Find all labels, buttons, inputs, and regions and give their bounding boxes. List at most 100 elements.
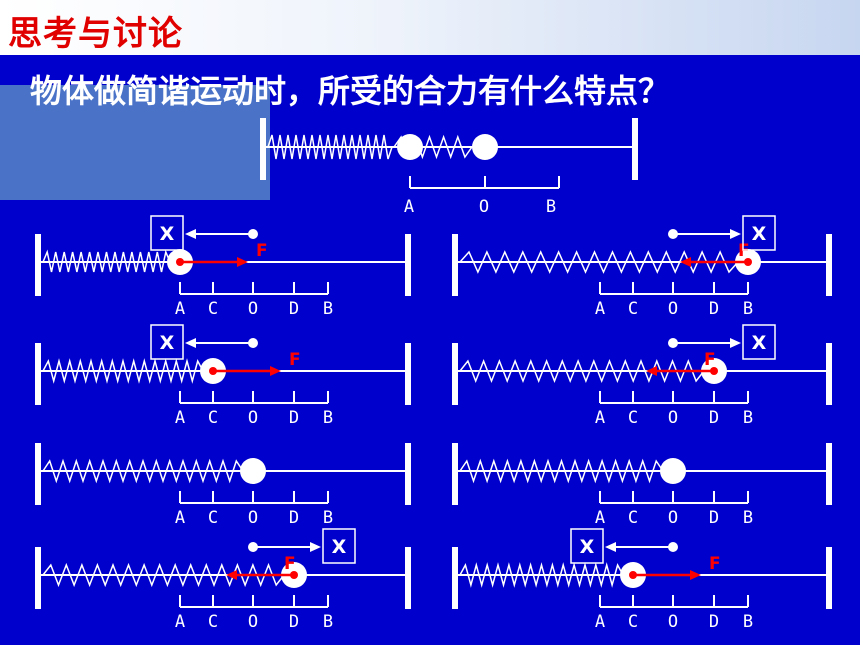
scale-label-a: A xyxy=(175,408,185,428)
force-arrowhead xyxy=(680,257,691,267)
scale-label-b: B xyxy=(323,408,333,428)
left-wall xyxy=(452,234,458,296)
scale-label-b: B xyxy=(743,408,753,428)
scale-label-d: D xyxy=(709,299,719,319)
force-label: F xyxy=(709,554,721,574)
left-wall xyxy=(35,343,41,405)
force-label: F xyxy=(704,350,716,370)
right-wall xyxy=(826,443,832,505)
scale-label-c: C xyxy=(208,408,218,428)
scale-label-o: O xyxy=(479,197,489,217)
scale-label-c: C xyxy=(628,299,638,319)
scale-label-c: C xyxy=(628,612,638,632)
force-label: F xyxy=(284,554,296,574)
spring xyxy=(459,458,664,484)
x-label: X xyxy=(160,223,175,245)
scale-label-b: B xyxy=(323,508,333,528)
spring xyxy=(42,458,244,484)
left-wall xyxy=(35,234,41,296)
left-wall xyxy=(452,443,458,505)
force-arrowhead xyxy=(690,570,701,580)
x-label: X xyxy=(580,536,595,558)
right-wall xyxy=(405,547,411,609)
scale-label-b: B xyxy=(743,299,753,319)
displacement-arrowhead xyxy=(185,338,196,348)
scale-label-a: A xyxy=(175,612,185,632)
scale-label-o: O xyxy=(668,299,678,319)
scale-label-c: C xyxy=(628,508,638,528)
scale-label-a: A xyxy=(595,612,605,632)
panel-8: A C O D B F X xyxy=(452,528,832,632)
left-wall xyxy=(260,118,266,180)
scale-label-d: D xyxy=(709,408,719,428)
scale-label-d: D xyxy=(289,408,299,428)
x-label: X xyxy=(160,332,175,354)
scale-label-o: O xyxy=(668,408,678,428)
scale-label-a: A xyxy=(595,299,605,319)
scale-label-a: A xyxy=(595,408,605,428)
x-label-box xyxy=(570,528,604,564)
displacement-arrowhead xyxy=(730,229,741,239)
scale-label-d: D xyxy=(289,612,299,632)
displacement-arrowhead xyxy=(605,542,616,552)
scale-label-a: A xyxy=(404,197,414,217)
right-wall xyxy=(632,118,638,180)
scale-label-a: A xyxy=(175,299,185,319)
scale-label-d: D xyxy=(709,612,719,632)
title-banner: 思考与讨论 xyxy=(0,0,860,55)
right-wall xyxy=(826,234,832,296)
spring xyxy=(42,562,285,588)
force-label: F xyxy=(289,350,301,370)
ball-at-A xyxy=(397,134,423,160)
scale-label-b: B xyxy=(323,299,333,319)
left-wall xyxy=(452,547,458,609)
displacement-arrowhead xyxy=(185,229,196,239)
scale-label-b: B xyxy=(743,612,753,632)
question-text: 物体做简谐运动时，所受的合力有什么特点？ xyxy=(30,72,671,110)
x-label-box xyxy=(322,528,356,564)
x-label-box xyxy=(742,215,776,251)
scale-label-c: C xyxy=(208,612,218,632)
right-wall xyxy=(405,343,411,405)
spring xyxy=(459,250,739,274)
spring xyxy=(42,358,204,384)
left-wall xyxy=(35,547,41,609)
scale-label-o: O xyxy=(248,408,258,428)
spring-compressed xyxy=(267,134,393,160)
scale-label-o: O xyxy=(248,612,258,632)
spring xyxy=(42,249,171,273)
x-label-box xyxy=(150,215,184,251)
x-label: X xyxy=(752,223,767,245)
scale-label-o: O xyxy=(668,508,678,528)
scale-label-o: O xyxy=(668,612,678,632)
force-arrowhead xyxy=(270,366,281,376)
scale-label-o: O xyxy=(248,508,258,528)
scale-label-b: B xyxy=(546,197,556,217)
ball xyxy=(240,458,266,484)
right-wall xyxy=(826,547,832,609)
scale-label-o: O xyxy=(248,299,258,319)
ball-at-O xyxy=(472,134,498,160)
scale-label-c: C xyxy=(208,508,218,528)
force-arrowhead xyxy=(237,257,248,267)
spring xyxy=(459,562,624,588)
x-label: X xyxy=(752,332,767,354)
panel-3: A C O D B F X xyxy=(35,324,411,428)
scale-label-d: D xyxy=(709,508,719,528)
scale-label-d: D xyxy=(289,508,299,528)
decorative-box xyxy=(0,85,270,200)
scale-label-b: B xyxy=(323,612,333,632)
spring xyxy=(459,358,705,384)
force-arrowhead xyxy=(646,366,657,376)
x-label: X xyxy=(332,536,347,558)
scale-label-a: A xyxy=(175,508,185,528)
slide-title: 思考与讨论 xyxy=(8,14,183,54)
displacement-arrowhead xyxy=(310,542,321,552)
